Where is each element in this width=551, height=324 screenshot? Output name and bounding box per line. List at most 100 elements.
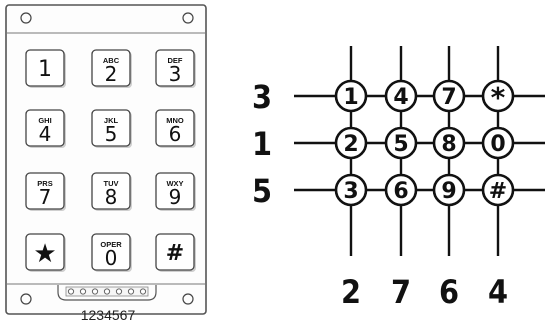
key-cap bbox=[25, 233, 65, 271]
key-digit: 3 bbox=[169, 62, 182, 86]
matrix-node: # bbox=[481, 173, 515, 207]
key-10[interactable]: ★ bbox=[25, 233, 66, 272]
row-label: 3 bbox=[252, 78, 272, 116]
node-circle bbox=[481, 173, 515, 207]
node-label: # bbox=[489, 179, 507, 204]
key-hash: # bbox=[166, 241, 184, 266]
key-letters: MNO bbox=[166, 116, 184, 125]
node-label: 6 bbox=[393, 179, 408, 204]
key-cap bbox=[25, 109, 65, 147]
matrix-node: 8 bbox=[432, 126, 466, 160]
row-label: 5 bbox=[252, 172, 272, 210]
connector-pin bbox=[127, 288, 135, 295]
connector-pin bbox=[115, 288, 123, 295]
matrix-node: 7 bbox=[432, 79, 466, 113]
matrix-node: 4 bbox=[384, 79, 418, 113]
node-label: 8 bbox=[441, 132, 456, 157]
node-label: 4 bbox=[393, 85, 408, 110]
key-cap bbox=[155, 49, 195, 87]
key-cap bbox=[91, 172, 131, 210]
connector-pin bbox=[103, 288, 111, 295]
mounting-hole-bottom-left bbox=[20, 293, 32, 305]
connector-pin bbox=[67, 288, 75, 295]
node-label: 7 bbox=[441, 85, 456, 110]
matrix-nodes: 1 4 7 * 2 5 8 0 3 6 9 # bbox=[334, 79, 515, 207]
matrix-node: * bbox=[481, 79, 515, 114]
column-label: 2 bbox=[341, 273, 361, 311]
key-letters: OPER bbox=[100, 240, 122, 249]
key-letters: GHI bbox=[38, 116, 51, 125]
connector-pin-labels: 1234567 bbox=[81, 307, 136, 323]
node-circle bbox=[384, 173, 418, 207]
key-cap bbox=[91, 49, 131, 87]
node-circle bbox=[481, 79, 515, 113]
key-cap bbox=[25, 49, 65, 87]
key-star: ★ bbox=[33, 239, 56, 269]
column-label: 7 bbox=[391, 273, 411, 311]
node-label: 1 bbox=[343, 85, 358, 110]
key-cap bbox=[91, 233, 131, 271]
key-digit: 7 bbox=[39, 185, 52, 209]
key-letters: ABC bbox=[103, 56, 120, 65]
node-circle bbox=[334, 126, 368, 160]
key-digit: 1 bbox=[38, 57, 52, 82]
key-digit: 8 bbox=[105, 185, 118, 209]
connector-outline bbox=[57, 285, 157, 301]
key-12[interactable]: # bbox=[155, 233, 196, 272]
key-letters: JKL bbox=[104, 116, 119, 125]
node-circle bbox=[481, 126, 515, 160]
key-digit: 4 bbox=[39, 122, 52, 146]
key-cap bbox=[155, 109, 195, 147]
column-label: 4 bbox=[488, 273, 508, 311]
key-digit: 2 bbox=[105, 62, 118, 86]
column-label: 6 bbox=[439, 273, 459, 311]
node-label: 2 bbox=[343, 132, 358, 157]
connector-pin bbox=[91, 288, 99, 295]
row-label: 1 bbox=[252, 125, 272, 163]
matrix-node: 9 bbox=[432, 173, 466, 207]
key-cap bbox=[91, 109, 131, 147]
mounting-hole-top-left bbox=[20, 12, 32, 24]
node-label: * bbox=[491, 81, 506, 114]
matrix-node: 3 bbox=[334, 173, 368, 207]
node-label: 0 bbox=[490, 132, 505, 157]
key-digit: 5 bbox=[105, 122, 118, 146]
node-label: 5 bbox=[393, 132, 408, 157]
node-label: 3 bbox=[343, 179, 358, 204]
key-cap bbox=[25, 172, 65, 210]
matrix-node: 1 bbox=[334, 79, 368, 113]
node-circle bbox=[334, 79, 368, 113]
key-letters: DEF bbox=[168, 56, 183, 65]
node-circle bbox=[384, 126, 418, 160]
matrix-node: 2 bbox=[334, 126, 368, 160]
key-digit: 9 bbox=[169, 185, 182, 209]
matrix-node: 0 bbox=[481, 126, 515, 160]
mounting-hole-bottom-right bbox=[182, 293, 194, 305]
key-1[interactable]: 1 bbox=[25, 49, 66, 88]
node-circle bbox=[432, 79, 466, 113]
matrix-node: 6 bbox=[384, 173, 418, 207]
key-cap bbox=[155, 172, 195, 210]
connector bbox=[57, 285, 157, 301]
mounting-hole-top-right bbox=[182, 12, 194, 24]
node-label: 9 bbox=[441, 179, 456, 204]
node-circle bbox=[384, 79, 418, 113]
connector-pin bbox=[139, 288, 147, 295]
key-cap bbox=[155, 233, 195, 271]
key-digit: 0 bbox=[105, 246, 118, 270]
node-circle bbox=[334, 173, 368, 207]
